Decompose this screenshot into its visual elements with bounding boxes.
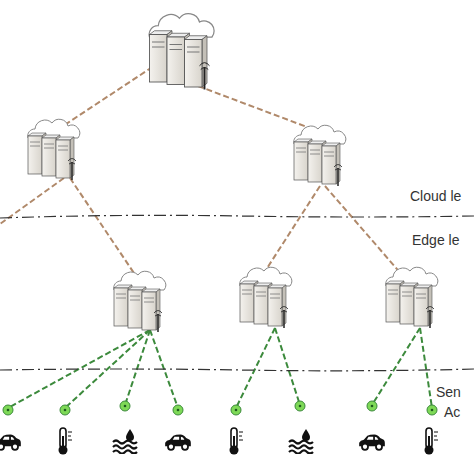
edge-link	[372, 328, 420, 405]
sensor-dot	[173, 405, 183, 415]
sensor-dot	[120, 401, 130, 411]
edge-link	[236, 328, 275, 408]
sensor-dot	[3, 405, 13, 415]
car-icon	[165, 435, 191, 450]
cloud-link	[70, 178, 140, 282]
edge-server	[114, 271, 166, 332]
cloud-link	[262, 186, 320, 276]
thermometer-icon	[230, 428, 244, 455]
car-icon	[0, 435, 21, 450]
edge-link	[275, 328, 300, 405]
edge-server	[386, 267, 438, 328]
level-label: Edge le	[412, 232, 459, 248]
edge-link	[125, 330, 150, 405]
thermometer-icon	[59, 428, 73, 455]
water-icon	[113, 429, 137, 454]
edge-link	[420, 328, 432, 408]
cloud-link	[325, 186, 403, 276]
cloud-server	[28, 119, 80, 180]
cloud-links	[0, 62, 403, 282]
cloud-server	[294, 125, 346, 186]
edge-links	[8, 328, 432, 408]
sensor-dot	[427, 405, 437, 415]
sensor-dot	[231, 405, 241, 415]
edge-server	[240, 267, 292, 328]
sensor-dot	[295, 401, 305, 411]
level-label: Ac	[444, 404, 460, 420]
sensor-dot	[60, 405, 70, 415]
water-icon	[289, 429, 313, 454]
cloud-link	[198, 86, 315, 130]
car-icon	[359, 435, 385, 450]
cloud-server	[149, 14, 214, 90]
level-label: Sen	[436, 384, 461, 400]
level-separator	[0, 215, 474, 218]
thermometer-icon	[425, 428, 439, 455]
level-separator	[0, 369, 474, 371]
cloud-link	[60, 62, 160, 128]
sensor-dot	[367, 401, 377, 411]
level-label: Cloud le	[410, 188, 461, 204]
